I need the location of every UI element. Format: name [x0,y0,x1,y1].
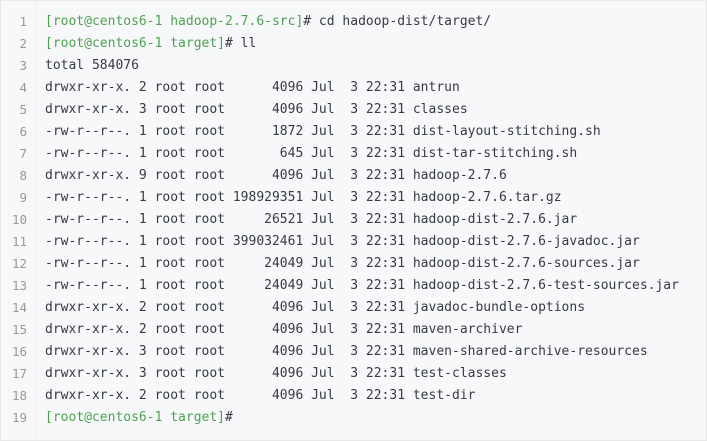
line-number: 2 [19,36,27,51]
line-number: 14 [11,300,27,315]
output-text: drwxr-xr-x. 2 root root 4096 Jul 3 22:31… [45,322,523,337]
line-content: [root@centos6-1 target]# ll [45,33,256,55]
code-line: 15 drwxr-xr-x. 2 root root 4096 Jul 3 22… [1,319,706,341]
code-line: 14 drwxr-xr-x. 2 root root 4096 Jul 3 22… [1,297,706,319]
code-line: 7 -rw-r--r--. 1 root root 645 Jul 3 22:3… [1,143,706,165]
line-number-gutter [1,1,36,440]
line-number: 18 [11,388,27,403]
output-text: -rw-r--r--. 1 root root 26521 Jul 3 22:3… [45,212,578,227]
code-line: 13 -rw-r--r--. 1 root root 24049 Jul 3 2… [1,275,706,297]
output-text: -rw-r--r--. 1 root root 645 Jul 3 22:31 … [45,146,578,161]
output-text: -rw-r--r--. 1 root root 24049 Jul 3 22:3… [45,256,640,271]
output-text: drwxr-xr-x. 9 root root 4096 Jul 3 22:31… [45,168,507,183]
output-text: -rw-r--r--. 1 root root 399032461 Jul 3 … [45,234,640,249]
command-text: # cd hadoop-dist/target/ [303,14,492,29]
code-line: 3 total 584076 [1,55,706,77]
code-line: 2 [root@centos6-1 target]# ll [1,33,706,55]
shell-prompt: [root@centos6-1 target] [45,36,226,51]
output-text: -rw-r--r--. 1 root root 1872 Jul 3 22:31… [45,124,601,139]
code-line: 18 drwxr-xr-x. 2 root root 4096 Jul 3 22… [1,385,706,407]
code-line: 9 -rw-r--r--. 1 root root 198929351 Jul … [1,187,706,209]
line-number: 6 [19,124,27,139]
shell-prompt: [root@centos6-1 hadoop-2.7.6-src] [45,14,304,29]
line-number: 1 [19,14,27,29]
code-line: 11 -rw-r--r--. 1 root root 399032461 Jul… [1,231,706,253]
line-number: 7 [19,146,27,161]
line-number: 11 [11,234,27,249]
line-number: 5 [19,102,27,117]
line-content: [root@centos6-1 target]# [45,407,233,429]
line-number: 17 [11,366,27,381]
code-line: 1 [root@centos6-1 hadoop-2.7.6-src]# cd … [1,11,706,33]
shell-prompt: [root@centos6-1 target] [45,410,226,425]
output-text: drwxr-xr-x. 3 root root 4096 Jul 3 22:31… [45,102,468,117]
line-number: 12 [11,256,27,271]
output-text: -rw-r--r--. 1 root root 24049 Jul 3 22:3… [45,278,679,293]
output-text: drwxr-xr-x. 2 root root 4096 Jul 3 22:31… [45,80,460,95]
code-line: 10 -rw-r--r--. 1 root root 26521 Jul 3 2… [1,209,706,231]
line-number: 16 [11,344,27,359]
code-line: 17 drwxr-xr-x. 3 root root 4096 Jul 3 22… [1,363,706,385]
line-number: 4 [19,80,27,95]
code-line: 16 drwxr-xr-x. 3 root root 4096 Jul 3 22… [1,341,706,363]
output-text: -rw-r--r--. 1 root root 198929351 Jul 3 … [45,190,562,205]
line-number: 10 [11,212,27,227]
output-text: drwxr-xr-x. 3 root root 4096 Jul 3 22:31… [45,344,648,359]
code-line: 4 drwxr-xr-x. 2 root root 4096 Jul 3 22:… [1,77,706,99]
output-text: drwxr-xr-x. 2 root root 4096 Jul 3 22:31… [45,300,586,315]
line-number: 8 [19,168,27,183]
output-text: total 584076 [45,58,139,73]
code-line: 5 drwxr-xr-x. 3 root root 4096 Jul 3 22:… [1,99,706,121]
command-text: # ll [225,36,257,51]
line-number: 3 [19,58,27,73]
code-line: 12 -rw-r--r--. 1 root root 24049 Jul 3 2… [1,253,706,275]
line-number: 15 [11,322,27,337]
line-content: [root@centos6-1 hadoop-2.7.6-src]# cd ha… [45,11,491,33]
code-line: 19 [root@centos6-1 target]# [1,407,706,429]
output-text: drwxr-xr-x. 2 root root 4096 Jul 3 22:31… [45,388,476,403]
output-text: drwxr-xr-x. 3 root root 4096 Jul 3 22:31… [45,366,507,381]
line-number: 13 [11,278,27,293]
line-number: 9 [19,190,27,205]
line-number: 19 [11,410,27,425]
code-line: 6 -rw-r--r--. 1 root root 1872 Jul 3 22:… [1,121,706,143]
code-line: 8 drwxr-xr-x. 9 root root 4096 Jul 3 22:… [1,165,706,187]
command-text: # [225,410,233,425]
